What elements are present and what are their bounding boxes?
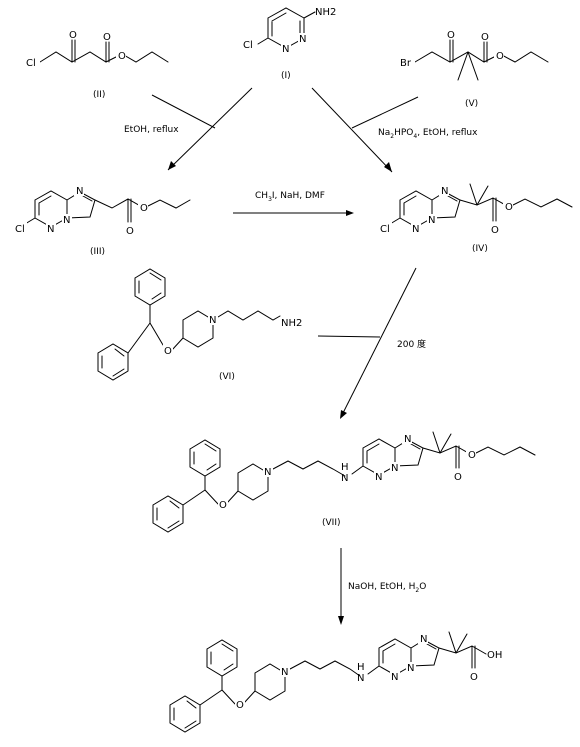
c6-nh2: NH2 — [281, 318, 302, 329]
c4-n1: N — [441, 186, 448, 197]
c4-n3: N — [412, 224, 419, 235]
c3-o1: O — [126, 226, 134, 237]
compound-IV: Cl N N N O O (IV) — [380, 183, 573, 254]
compound-VI: N O NH2 (VI) — [97, 268, 302, 382]
c2-label: (II) — [93, 90, 105, 100]
compound-II: Cl O O O (II) — [24, 30, 169, 100]
step2-conditions: Na2HPO4, EtOH, reflux — [378, 128, 478, 140]
c7-o1: O — [454, 472, 462, 483]
compound-product: N O H N N N N O OH — [169, 631, 502, 733]
c5-label: (V) — [465, 99, 478, 109]
compound-V: Br O O O (V) — [398, 30, 549, 109]
compound-I: NH2 Cl N N (I) — [243, 7, 336, 81]
c1-nh2: NH2 — [315, 7, 336, 18]
c7-o2: O — [468, 450, 476, 461]
c8-n3: N — [391, 672, 398, 683]
c6-o: O — [164, 346, 172, 357]
c4-o1: O — [491, 225, 499, 236]
c4-n2: N — [428, 215, 435, 226]
c3-n1: N — [76, 186, 83, 197]
c4-cl: Cl — [380, 224, 390, 235]
c2-o3: O — [118, 51, 126, 62]
c7-n3: N — [375, 472, 382, 483]
c8-nh-n: N — [357, 673, 364, 684]
c7-label: (VII) — [322, 518, 341, 528]
step1-conditions: EtOH, reflux — [124, 125, 179, 135]
c7-n: N — [264, 467, 271, 478]
arrow-step4: 200 度 — [317, 267, 426, 419]
c6-n: N — [209, 315, 216, 326]
compound-III: Cl N N N O O (III) — [15, 184, 191, 257]
c2-o1: O — [69, 30, 77, 41]
c5-o1: O — [447, 30, 455, 41]
c3-n2: N — [63, 215, 70, 226]
c1-n2: N — [299, 34, 306, 45]
arrow-step3: CH3I, NaH, DMF — [233, 191, 354, 216]
step3-conditions: CH3I, NaH, DMF — [255, 191, 325, 203]
c1-n1: N — [282, 44, 289, 55]
c3-cl: Cl — [15, 224, 25, 235]
c4-o2: O — [505, 202, 513, 213]
c7-n1: N — [404, 434, 411, 445]
c2-cl: Cl — [26, 58, 36, 69]
arrow-step1: EtOH, reflux — [124, 87, 253, 171]
c6-label: (VI) — [219, 372, 235, 382]
c8-n: N — [281, 667, 288, 678]
step5-conditions: NaOH, EtOH, H2O — [348, 582, 426, 594]
c5-br: Br — [400, 58, 412, 69]
c8-n2: N — [407, 663, 414, 674]
c7-h: H — [341, 462, 349, 473]
c5-o3: O — [496, 51, 504, 62]
c5-o2: O — [481, 32, 489, 43]
c8-h: H — [357, 662, 365, 673]
c8-o1: O — [470, 672, 478, 683]
c2-o2: O — [103, 32, 111, 43]
c3-n3: N — [47, 224, 54, 235]
c8-n1: N — [420, 634, 427, 645]
compound-VII: N O H N N N N O O (VII) — [152, 431, 536, 533]
c1-label: (I) — [281, 71, 291, 81]
arrow-step5: NaOH, EtOH, H2O — [338, 548, 426, 625]
c1-cl: Cl — [243, 40, 253, 51]
c4-label: (IV) — [472, 244, 488, 254]
c8-o: O — [236, 700, 244, 711]
c7-nh-n: N — [341, 473, 348, 484]
c3-label: (III) — [90, 247, 105, 257]
c7-n2: N — [391, 463, 398, 474]
step4-conditions: 200 度 — [397, 338, 426, 350]
c8-oh: OH — [487, 650, 502, 661]
c7-o: O — [219, 500, 227, 511]
c3-o2: O — [140, 203, 148, 214]
arrow-step2: Na2HPO4, EtOH, reflux — [311, 87, 478, 173]
